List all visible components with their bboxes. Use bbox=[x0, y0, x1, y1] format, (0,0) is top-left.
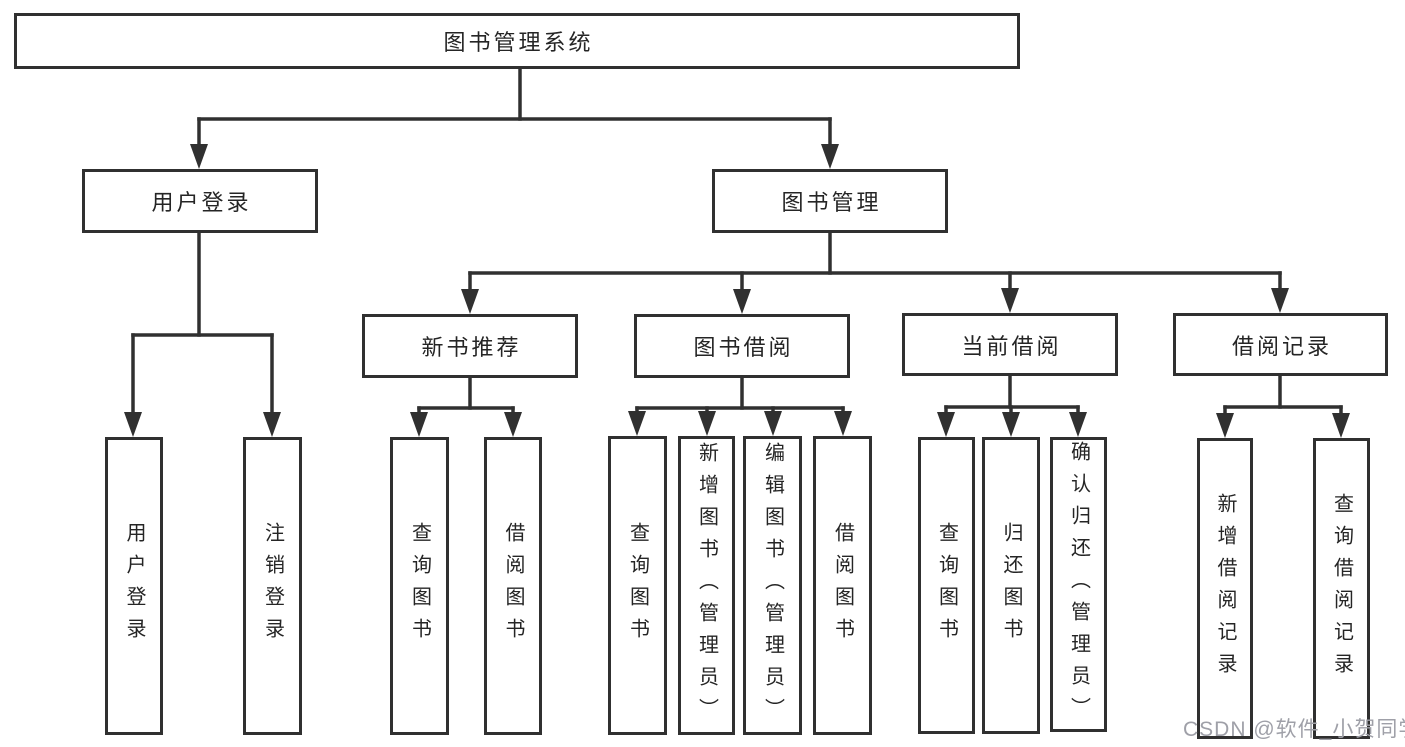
node-query-books-2: 查询图书 bbox=[608, 436, 667, 735]
arrowhead-icon bbox=[821, 144, 839, 169]
node-label: 图书管理 bbox=[781, 190, 882, 215]
node-label: 确认归还（管理员） bbox=[1067, 440, 1090, 729]
node-label: 图书管理系统 bbox=[443, 30, 594, 55]
node-label: 图书借阅 bbox=[693, 335, 794, 360]
node-label: 新增图书（管理员） bbox=[695, 441, 718, 730]
node-label: 查询图书 bbox=[935, 521, 958, 650]
arrowhead-icon bbox=[1332, 413, 1350, 438]
arrowhead-icon bbox=[461, 289, 479, 314]
node-label: 归还图书 bbox=[1000, 521, 1022, 650]
node-label: 借阅图书 bbox=[831, 521, 854, 650]
node-add-borrow-record: 新增借阅记录 bbox=[1197, 438, 1253, 739]
node-borrow-books-1: 借阅图书 bbox=[484, 437, 542, 735]
node-return-books: 归还图书 bbox=[982, 437, 1040, 734]
arrowhead-icon bbox=[190, 144, 208, 169]
node-edit-books-admin: 编辑图书（管理员） bbox=[743, 436, 802, 735]
arrowhead-icon bbox=[937, 412, 955, 437]
node-label: 用户登录 bbox=[123, 522, 145, 650]
node-book-borrowing: 图书借阅 bbox=[634, 314, 850, 378]
node-label: 用户登录 bbox=[151, 190, 252, 215]
node-query-books-1: 查询图书 bbox=[390, 437, 449, 735]
node-label: 编辑图书（管理员） bbox=[761, 441, 784, 730]
node-label: 查询图书 bbox=[626, 521, 649, 650]
node-label: 借阅图书 bbox=[502, 522, 524, 650]
arrowhead-icon bbox=[1001, 288, 1019, 313]
arrowhead-icon bbox=[628, 411, 646, 436]
arrowhead-icon bbox=[410, 412, 428, 437]
node-query-books-3: 查询图书 bbox=[918, 437, 975, 734]
node-user-login: 用户登录 bbox=[105, 437, 163, 735]
node-user-login-group: 用户登录 bbox=[82, 169, 318, 233]
node-label: 查询借阅记录 bbox=[1330, 492, 1353, 685]
node-query-borrow-record: 查询借阅记录 bbox=[1313, 438, 1370, 739]
node-label: 注销登录 bbox=[261, 522, 284, 650]
node-book-management: 图书管理 bbox=[712, 169, 948, 233]
arrowhead-icon bbox=[124, 412, 142, 437]
node-label: 新增借阅记录 bbox=[1214, 492, 1236, 685]
arrowhead-icon bbox=[263, 412, 281, 437]
arrowhead-icon bbox=[1216, 413, 1234, 438]
arrowhead-icon bbox=[764, 411, 782, 436]
arrowhead-icon bbox=[1271, 288, 1289, 313]
node-label: 新书推荐 bbox=[421, 335, 522, 360]
arrowhead-icon bbox=[698, 411, 716, 436]
node-label: 查询图书 bbox=[408, 522, 431, 650]
node-borrow-books-2: 借阅图书 bbox=[813, 436, 872, 735]
node-add-books-admin: 新增图书（管理员） bbox=[678, 436, 735, 735]
node-label: 借阅记录 bbox=[1231, 333, 1332, 359]
arrowhead-icon bbox=[1002, 412, 1020, 437]
arrowhead-icon bbox=[834, 411, 852, 436]
node-current-borrowing: 当前借阅 bbox=[902, 313, 1118, 376]
arrowhead-icon bbox=[1069, 412, 1087, 437]
arrowhead-icon bbox=[733, 289, 751, 314]
node-library-management-system: 图书管理系统 bbox=[14, 13, 1020, 69]
arrowhead-icon bbox=[504, 412, 522, 437]
node-logout: 注销登录 bbox=[243, 437, 302, 735]
node-label: 当前借阅 bbox=[961, 333, 1062, 359]
node-new-book-recommend: 新书推荐 bbox=[362, 314, 578, 378]
node-confirm-return-admin: 确认归还（管理员） bbox=[1050, 437, 1107, 732]
node-borrowing-records: 借阅记录 bbox=[1173, 313, 1388, 376]
